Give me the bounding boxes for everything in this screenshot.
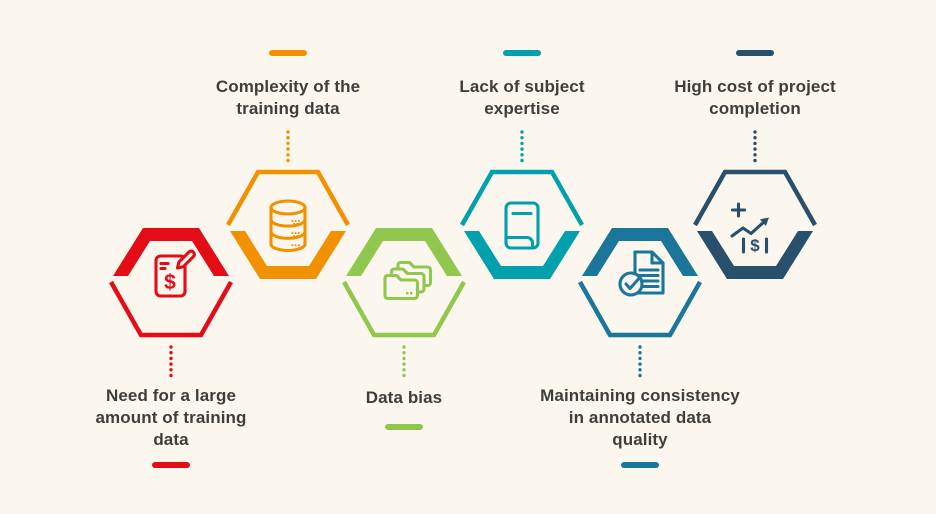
dotted-connector (286, 130, 290, 164)
hexagon-badge (578, 228, 702, 338)
challenge-label: High cost of project completion (674, 77, 836, 118)
hexagon-thin-v (342, 280, 466, 338)
hexagon-thin-arch (226, 169, 350, 227)
dotted-connector (753, 130, 757, 164)
dotted-connector (169, 345, 173, 379)
database-dots (291, 220, 300, 247)
book-icon (504, 201, 540, 250)
hexagon-thick-arch (113, 228, 229, 276)
hexagon-badge (460, 169, 584, 279)
accent-bar (503, 50, 541, 56)
cost-growth-chart-icon: $ (730, 202, 769, 255)
challenge-label: Maintaining consistency in annotated dat… (540, 386, 740, 449)
document-dollar-pencil-icon: $ (154, 249, 196, 298)
hexagon-badge (342, 228, 466, 338)
dotted-connector (638, 345, 642, 379)
challenge-label: Need for a large amount of training data (95, 386, 247, 449)
hexagon-thick-v (230, 231, 346, 279)
hexagon-badge: $ (693, 169, 817, 279)
accent-bar (621, 462, 659, 468)
accent-bar (736, 50, 774, 56)
database-icon (269, 199, 307, 253)
challenge-label: Data bias (365, 388, 443, 407)
svg-text:$: $ (164, 271, 176, 294)
folders-icon (383, 260, 433, 301)
hexagon-thick-v (697, 231, 813, 279)
hexagon-thin-arch (460, 169, 584, 227)
hexagon-badge: $ (109, 228, 233, 338)
dotted-connector (402, 345, 406, 379)
hexagon-thin-arch (693, 169, 817, 227)
hexagon-thick-arch (582, 228, 698, 276)
dotted-connector (520, 130, 524, 164)
hexagon-thin-v (109, 280, 233, 338)
svg-text:$: $ (750, 236, 760, 255)
accent-bar (385, 424, 423, 430)
hexagon-thick-v (464, 231, 580, 279)
challenge-label: Complexity of the training data (215, 77, 361, 118)
accent-bar (152, 462, 190, 468)
folder-dots (406, 292, 413, 295)
document-check-icon (618, 250, 665, 297)
hexagon-badge (226, 169, 350, 279)
hexagon-thick-arch (346, 228, 462, 276)
accent-bar (269, 50, 307, 56)
challenge-label: Lack of subject expertise (459, 77, 585, 118)
hexagon-thin-v (578, 280, 702, 338)
